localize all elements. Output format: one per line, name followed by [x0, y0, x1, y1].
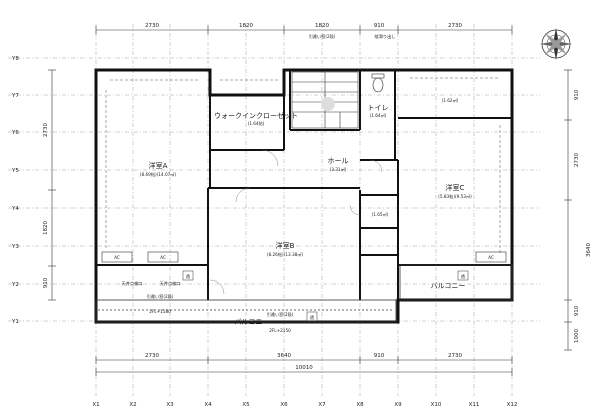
- y-label: Y7: [11, 93, 19, 99]
- storage-top-area: (1.62㎡): [442, 97, 459, 103]
- ac-label: AC: [160, 255, 166, 260]
- room-label-balcony-left: バルコニー: [235, 318, 270, 326]
- y-grid-labels: Y8 Y7 Y6 Y5 Y4 Y3 Y2 Y1: [11, 56, 19, 325]
- top-dim-3: 1820: [315, 23, 329, 29]
- storage-mid-area: (1.65㎡): [372, 211, 389, 217]
- bottom-dim-3: 910: [374, 353, 385, 359]
- right-dim-2: 2730: [574, 153, 580, 167]
- window-note-top: 引違い窓(2段): [309, 33, 336, 40]
- x-label: X5: [242, 402, 250, 408]
- ac-units: [101, 251, 507, 263]
- x-label: X6: [280, 402, 288, 408]
- tou-box: [306, 311, 318, 322]
- y-label: Y6: [11, 130, 19, 136]
- right-dim-3: 3640: [586, 243, 592, 257]
- right-dim-5: 1000: [574, 329, 580, 343]
- ac-label: AC: [488, 255, 494, 260]
- x-label: X4: [204, 402, 212, 408]
- room-area-walk-in-closet: (1.64帖): [248, 120, 265, 127]
- x-grid-labels: X1 X2 X3 X4 X5 X6 X7 X8 X9 X10 X11 X12: [92, 402, 517, 408]
- x-label: X8: [356, 402, 364, 408]
- top-dim-4: 910: [374, 23, 385, 29]
- room-label-walk-in-closet: ウォークインクローゼット: [214, 111, 298, 120]
- right-dim-1: 910: [574, 89, 580, 100]
- windows: [105, 77, 501, 255]
- bottom-dim-4: 2730: [448, 353, 462, 359]
- room-area-hall: (3.31㎡): [330, 166, 347, 172]
- total-width: 10010: [295, 365, 313, 371]
- tou-box: [457, 270, 469, 281]
- room-label-western-c: 洋室C: [446, 183, 465, 192]
- y-label: Y1: [11, 319, 19, 325]
- door-swings: [209, 149, 383, 295]
- sill-height: 2FL+1180: [149, 309, 171, 314]
- room-label-balcony-right: バルコニー: [431, 282, 466, 290]
- balcony-right: [399, 264, 513, 301]
- x-label: X1: [92, 402, 99, 408]
- left-dimensions: 2730 1820 910: [43, 69, 56, 301]
- y-label: Y5: [11, 168, 19, 174]
- fix-window-note: 縦滑り出し: [375, 33, 396, 40]
- y-label: Y3: [11, 244, 19, 250]
- atrium-label: 天井点検口: [122, 280, 143, 287]
- tou-label: 透: [461, 273, 466, 280]
- y-label: Y8: [11, 56, 19, 62]
- bottom-dim-2: 3640: [277, 353, 291, 359]
- top-dim-2: 1820: [239, 23, 253, 29]
- x-label: X3: [166, 402, 174, 408]
- right-dimensions: 910 2730 3640 910 1000: [564, 69, 592, 351]
- sill-height: 2FL+2150: [269, 328, 291, 333]
- tou-label: 透: [310, 314, 315, 321]
- interior-walls: [96, 70, 512, 300]
- tou-box: [182, 270, 194, 281]
- x-label: X12: [507, 402, 518, 408]
- compass-icon: [540, 28, 572, 60]
- x-label: X7: [318, 402, 326, 408]
- x-label: X11: [469, 402, 480, 408]
- x-label: X2: [129, 402, 136, 408]
- y-label: Y4: [11, 206, 19, 212]
- toilet-fixture: [371, 73, 385, 93]
- grid-lines: [8, 24, 540, 396]
- left-dim-2: 1820: [43, 221, 49, 235]
- room-area-western-a: (8.69帖)(14.07㎡): [140, 171, 177, 178]
- x-label: X10: [431, 402, 442, 408]
- top-dim-5: 2730: [448, 23, 462, 29]
- right-dim-4: 910: [574, 305, 580, 316]
- room-area-toilet: (1.64㎡): [370, 112, 387, 118]
- room-label-toilet: トイレ: [368, 104, 389, 112]
- window-note-bottom: 引違い窓(2段): [267, 311, 294, 318]
- bottom-dim-1: 2730: [145, 353, 159, 359]
- x-label: X9: [394, 402, 402, 408]
- atrium-label: 天井点検口: [160, 280, 181, 287]
- window-note: 引違い窓(2段): [147, 293, 174, 300]
- balcony-left: [95, 299, 397, 323]
- bottom-dimensions: 2730 3640 910 2730 10010: [95, 353, 513, 376]
- top-dim-1: 2730: [145, 23, 159, 29]
- room-label-western-b: 洋室B: [276, 241, 295, 250]
- y-label: Y2: [11, 282, 19, 288]
- tou-label: 透: [186, 273, 191, 280]
- top-dimensions: 2730 1820 1820 910 2730: [95, 23, 513, 34]
- room-area-western-b: (8.26帖)(13.38㎡): [267, 251, 304, 258]
- room-area-western-c: (5.83帖)(9.53㎡): [438, 193, 472, 200]
- staircase: [291, 71, 359, 129]
- ac-label: AC: [114, 255, 120, 260]
- left-dim-3: 910: [43, 277, 49, 288]
- room-label-hall: ホール: [328, 157, 349, 165]
- left-dim-1: 2730: [43, 123, 49, 137]
- room-label-western-a: 洋室A: [149, 161, 168, 170]
